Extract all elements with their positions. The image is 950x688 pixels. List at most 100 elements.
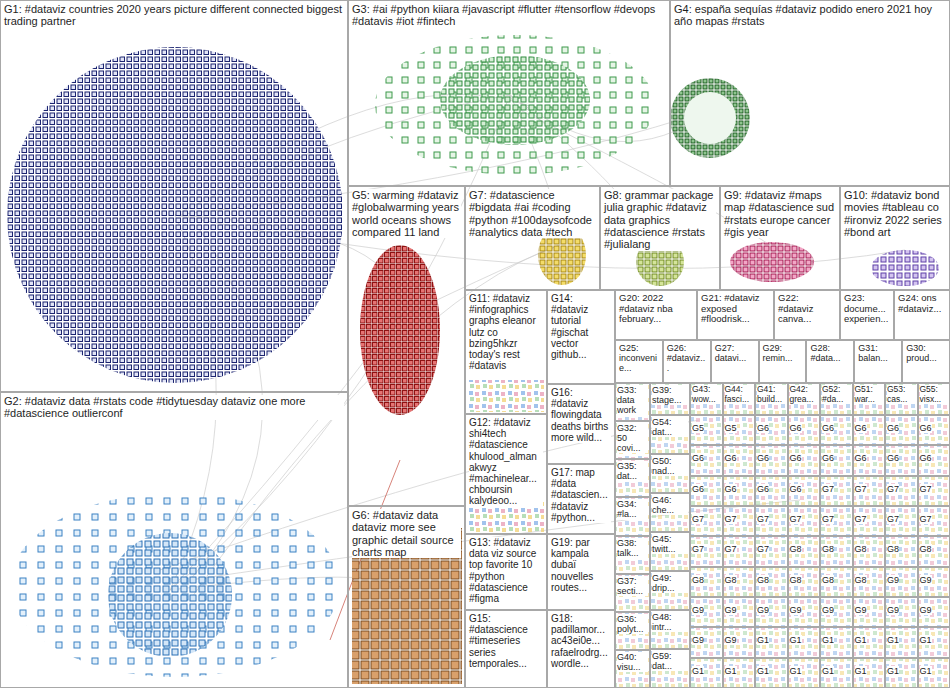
group-box: G36: polyt... xyxy=(615,612,650,650)
group-label: G6 xyxy=(822,453,834,463)
group-box: G7 xyxy=(690,536,723,566)
group-box: G33: data work xyxy=(615,383,650,421)
group-box: G48: intr... xyxy=(650,610,690,649)
group-box: G9 xyxy=(918,567,950,597)
group-box: G4: españa sequías #dataviz podido enero… xyxy=(670,0,950,186)
group-label: G41: build... xyxy=(757,385,786,404)
group-label: G7 xyxy=(920,514,932,524)
group-label: G59: dat... xyxy=(652,651,688,671)
group-label: G1 xyxy=(822,635,834,645)
group-box: G1 xyxy=(853,658,886,688)
group-box: G12: #dataviz shi4tech #datascience khul… xyxy=(465,414,547,534)
group-box: G17: map #data #datascien... #dataviz #p… xyxy=(547,464,615,534)
group-box: G9 xyxy=(755,597,788,627)
group-label: G1 xyxy=(887,666,899,676)
group-label: G27: datavi... xyxy=(715,343,755,363)
group-label: G42: grea... xyxy=(790,385,819,404)
group-box: G8 xyxy=(820,567,853,597)
group-label: G1: #dataviz countries 2020 years pictur… xyxy=(4,3,344,28)
group-label: G22: #dataviz canva... xyxy=(778,293,836,325)
group-label: G38: talk... xyxy=(617,538,648,558)
group-box: G7 xyxy=(853,476,886,506)
group-label: G5: warming #dataviz #globalwarming year… xyxy=(352,189,461,238)
group-label: G9 xyxy=(855,605,867,615)
group-box: G1 xyxy=(820,627,853,657)
group-label: G1 xyxy=(855,635,867,645)
group-box: G7 xyxy=(820,506,853,536)
group-label: G55: visx... xyxy=(920,385,949,404)
group-label: G6 xyxy=(692,453,704,463)
group-box: G6 xyxy=(853,445,886,475)
group-label: G8 xyxy=(692,575,704,585)
group-label: G1 xyxy=(790,635,802,645)
group-label: G9 xyxy=(757,605,769,615)
group-label: G50: nad... xyxy=(652,456,688,476)
group-box: G29: remin... xyxy=(759,340,807,383)
group-label: G6 xyxy=(920,423,932,433)
group-label: G6 xyxy=(757,484,769,494)
group-label: G6 xyxy=(822,423,834,433)
group-label: G18: padillamor... ac43ei0e... rafaelrod… xyxy=(551,613,611,669)
group-label: G2: #dataviz data #rstats code #tidytues… xyxy=(4,395,344,420)
group-box: G49: drip... xyxy=(650,571,690,610)
group-label: G1 xyxy=(920,666,932,676)
g3-cluster-outer xyxy=(375,35,655,175)
group-label: G9 xyxy=(692,605,704,615)
group-label: G33: data work xyxy=(617,385,648,415)
group-box: G6 xyxy=(885,445,918,475)
group-box: G1 xyxy=(690,658,723,688)
group-label: G9 xyxy=(920,575,932,585)
group-label: G7 xyxy=(822,484,834,494)
group-box: G1: #dataviz countries 2020 years pictur… xyxy=(0,0,348,392)
group-label: G7 xyxy=(855,514,867,524)
group-box: G7 xyxy=(918,506,950,536)
group-label: G1 xyxy=(822,666,834,676)
group-box: G6 xyxy=(755,476,788,506)
group-label: G11: #dataviz #infographics graphs elean… xyxy=(469,293,543,371)
group-box: G22: #dataviz canva... xyxy=(774,290,840,340)
group-label: G6 xyxy=(725,484,737,494)
group-label: G1 xyxy=(757,635,769,645)
group-box: G21: #dataviz exposed #floodrisk... xyxy=(697,290,774,340)
group-label: G34: #la... xyxy=(617,499,648,519)
group-label: G24: ons #dataviz... xyxy=(898,293,946,314)
group-box: G46: che... xyxy=(650,493,690,532)
group-label: G8 xyxy=(725,575,737,585)
group-label: G6 xyxy=(757,453,769,463)
group-label: G28: #data... xyxy=(810,343,850,363)
g4-cluster-ring xyxy=(670,78,750,158)
group-box: G1 xyxy=(723,658,756,688)
group-label: G35: dat... xyxy=(617,461,648,481)
group-label: G8 xyxy=(887,544,899,554)
group-box: G15: #datascience #timeseries series tem… xyxy=(465,610,547,688)
g2-cluster-outer xyxy=(10,493,340,677)
group-box: G7: #datascience #bigdata #ai #coding #p… xyxy=(465,186,600,290)
group-label: G8 xyxy=(855,544,867,554)
group-box: G9 xyxy=(723,627,756,657)
group-label: G23: docume... experien... xyxy=(844,293,890,325)
group-label: G53: cas... xyxy=(887,385,916,404)
group-label: G8 xyxy=(822,544,834,554)
group-label: G44: fasci... xyxy=(725,385,754,404)
group-box: G7 xyxy=(820,476,853,506)
group-box: G8 xyxy=(788,567,821,597)
group-box: G8 xyxy=(853,536,886,566)
group-box: G6 xyxy=(918,415,950,445)
group-label: G21: #dataviz exposed #floodrisk... xyxy=(701,293,770,325)
group-box: G31: balan... xyxy=(854,340,902,383)
group-box: G6: #dataviz data dataviz more see graph… xyxy=(348,506,465,688)
group-box: G1 xyxy=(788,627,821,657)
group-label: G6: #dataviz data dataviz more see graph… xyxy=(352,509,461,558)
group-label: G37: secti... xyxy=(617,576,648,596)
group-box: G5 xyxy=(723,415,756,445)
group-label: G7 xyxy=(855,484,867,494)
group-box: G51: war... xyxy=(853,383,886,415)
group-label: G9 xyxy=(725,635,737,645)
group-label: G8 xyxy=(855,575,867,585)
group-label: G1 xyxy=(790,666,802,676)
group-label: G5 xyxy=(725,423,737,433)
group-box: G25: inconvenie... xyxy=(615,340,663,383)
group-box: G7 xyxy=(885,506,918,536)
g2-cluster-core xyxy=(108,533,232,657)
